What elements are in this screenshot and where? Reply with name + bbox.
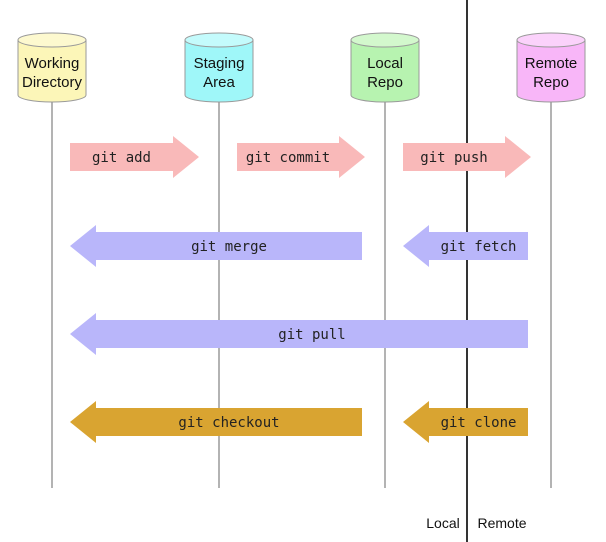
cylinder-body [350, 39, 420, 103]
arrow-label: git fetch [441, 239, 517, 255]
git-merge-arrow: git merge [70, 225, 362, 267]
repositories: WorkingDirectoryStagingAreaLocalRepoRemo… [17, 32, 586, 103]
cylinder-top [350, 32, 420, 48]
repo-label: Directory [22, 74, 83, 91]
cylinder-top [184, 32, 254, 48]
command-arrows: git add git commit git push git merge git fe… [70, 136, 531, 443]
cylinder-top [516, 32, 586, 48]
repo-label: Working [25, 55, 80, 72]
arrow-shape [70, 401, 362, 443]
arrow-shape [403, 136, 531, 178]
git-push-arrow: git push [403, 136, 531, 178]
repo-label: Repo [367, 74, 403, 91]
git-add-arrow: git add [70, 136, 199, 178]
cylinder-body [17, 39, 87, 103]
arrow-label: git checkout [178, 415, 279, 431]
git-pull-arrow: git pull [70, 313, 528, 355]
repo-label: Area [203, 74, 235, 91]
repo-label: Remote [525, 55, 578, 72]
git-fetch-arrow: git fetch [403, 225, 528, 267]
arrow-shape [237, 136, 365, 178]
repo-label: Repo [533, 74, 569, 91]
remote-side-label: Remote [477, 515, 526, 531]
arrow-label: git pull [278, 327, 345, 343]
cylinder-body [516, 39, 586, 103]
arrow-shape [70, 136, 199, 178]
arrow-shape [403, 225, 528, 267]
cylinder-top [17, 32, 87, 48]
repo-label: Local [367, 55, 403, 72]
arrow-shape [70, 313, 528, 355]
cylinder-body [184, 39, 254, 103]
arrow-label: git merge [191, 239, 267, 255]
arrow-shape [403, 401, 528, 443]
git-clone-arrow: git clone [403, 401, 528, 443]
local-side-label: Local [426, 515, 459, 531]
arrow-label: git push [420, 150, 487, 166]
arrow-shape [70, 225, 362, 267]
arrow-label: git add [92, 150, 151, 166]
git-checkout-arrow: git checkout [70, 401, 362, 443]
repo-label: Staging [194, 55, 245, 72]
arrow-label: git commit [246, 150, 330, 166]
arrow-label: git clone [441, 415, 517, 431]
git-commit-arrow: git commit [237, 136, 365, 178]
